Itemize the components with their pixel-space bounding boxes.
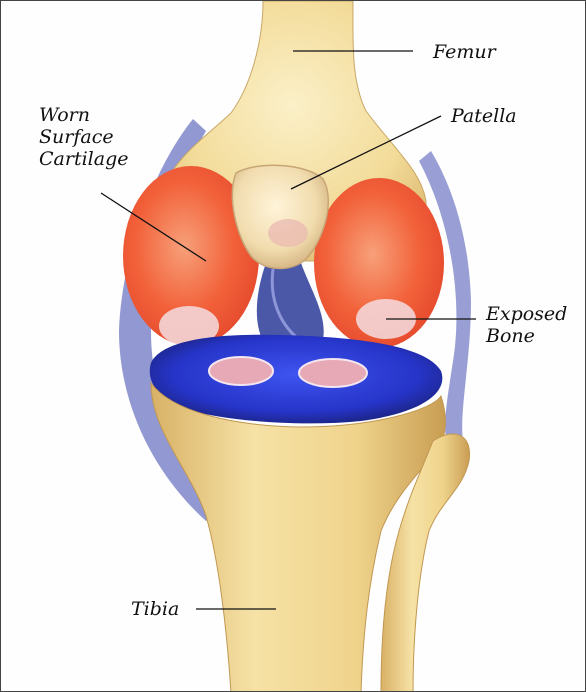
label-patella: Patella xyxy=(451,105,517,127)
label-exposed-line-2: Bone xyxy=(486,325,567,347)
meniscus xyxy=(150,335,443,424)
label-worn-line-1: Worn xyxy=(39,104,128,126)
label-worn-line-3: Cartilage xyxy=(39,148,128,170)
label-worn-surface-cartilage: Worn Surface Cartilage xyxy=(39,104,128,170)
cruciate-ligament xyxy=(257,263,324,346)
meniscus-hole-medial xyxy=(209,357,273,385)
label-exposed-bone: Exposed Bone xyxy=(486,303,567,347)
label-worn-line-2: Surface xyxy=(39,126,128,148)
label-tibia: Tibia xyxy=(131,598,179,620)
label-exposed-line-1: Exposed xyxy=(486,303,567,325)
meniscus-hole-lateral xyxy=(299,359,367,387)
label-femur: Femur xyxy=(433,41,496,63)
